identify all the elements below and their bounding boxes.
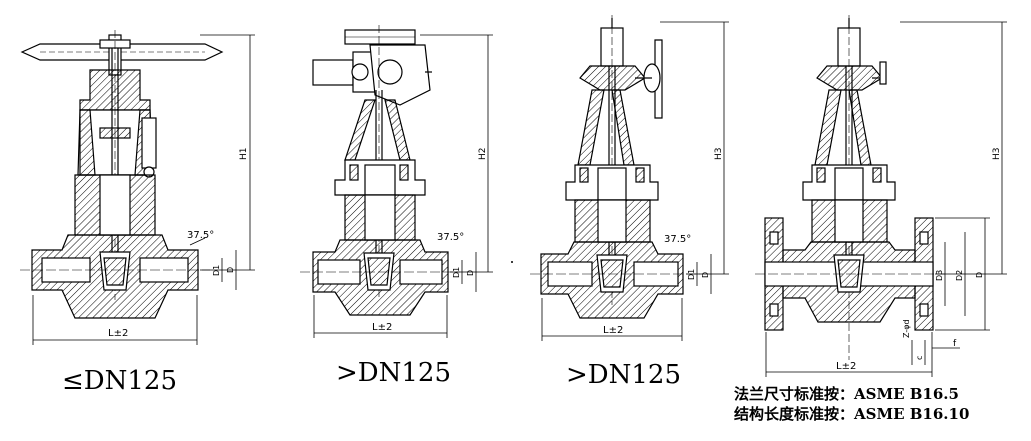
dim-angle-3: 37.5° [664, 234, 691, 245]
dim-h3-a: H3 [714, 148, 724, 161]
dim-d-4: D [975, 272, 984, 278]
valve-drawing-4 [755, 15, 1007, 377]
dim-d-1: D [226, 267, 235, 273]
dim-d3: D3 [935, 270, 944, 281]
caption-v2: >DN125 [336, 358, 452, 388]
caption-v1: ≤DN125 [62, 366, 178, 396]
dim-d-2: D [466, 270, 475, 276]
dim-d1-3: D1 [687, 269, 696, 280]
dim-d1-2: D1 [452, 267, 461, 278]
valve-drawing-3 [530, 15, 729, 341]
dim-l-4: L±2 [836, 361, 856, 372]
dim-l-2: L±2 [372, 322, 392, 333]
valve-drawing-2 [300, 25, 493, 338]
dim-d2: D2 [955, 270, 964, 281]
dim-d-3: D [701, 272, 710, 278]
dim-h2: H2 [478, 148, 488, 161]
dim-l-1: L±2 [108, 328, 128, 339]
dim-h1: H1 [239, 148, 249, 161]
dim-l-3: L±2 [603, 325, 623, 336]
standard-note-2: 结构长度标准按：ASME B16.10 [734, 405, 970, 423]
dim-f: f [953, 339, 957, 349]
dim-c: c [915, 356, 924, 360]
dim-angle-1: 37.5° [187, 230, 214, 241]
caption-v3: >DN125 [566, 360, 682, 390]
dim-d1-1: D1 [212, 265, 221, 276]
dim-angle-2: 37.5° [437, 232, 464, 243]
standard-note-1: 法兰尺寸标准按：ASME B16.5 [734, 385, 959, 403]
dim-z: Z-φd [902, 319, 911, 338]
stray-dot [511, 261, 513, 263]
dim-h3-b: H3 [992, 148, 1002, 161]
valve-drawing-1 [20, 30, 255, 345]
